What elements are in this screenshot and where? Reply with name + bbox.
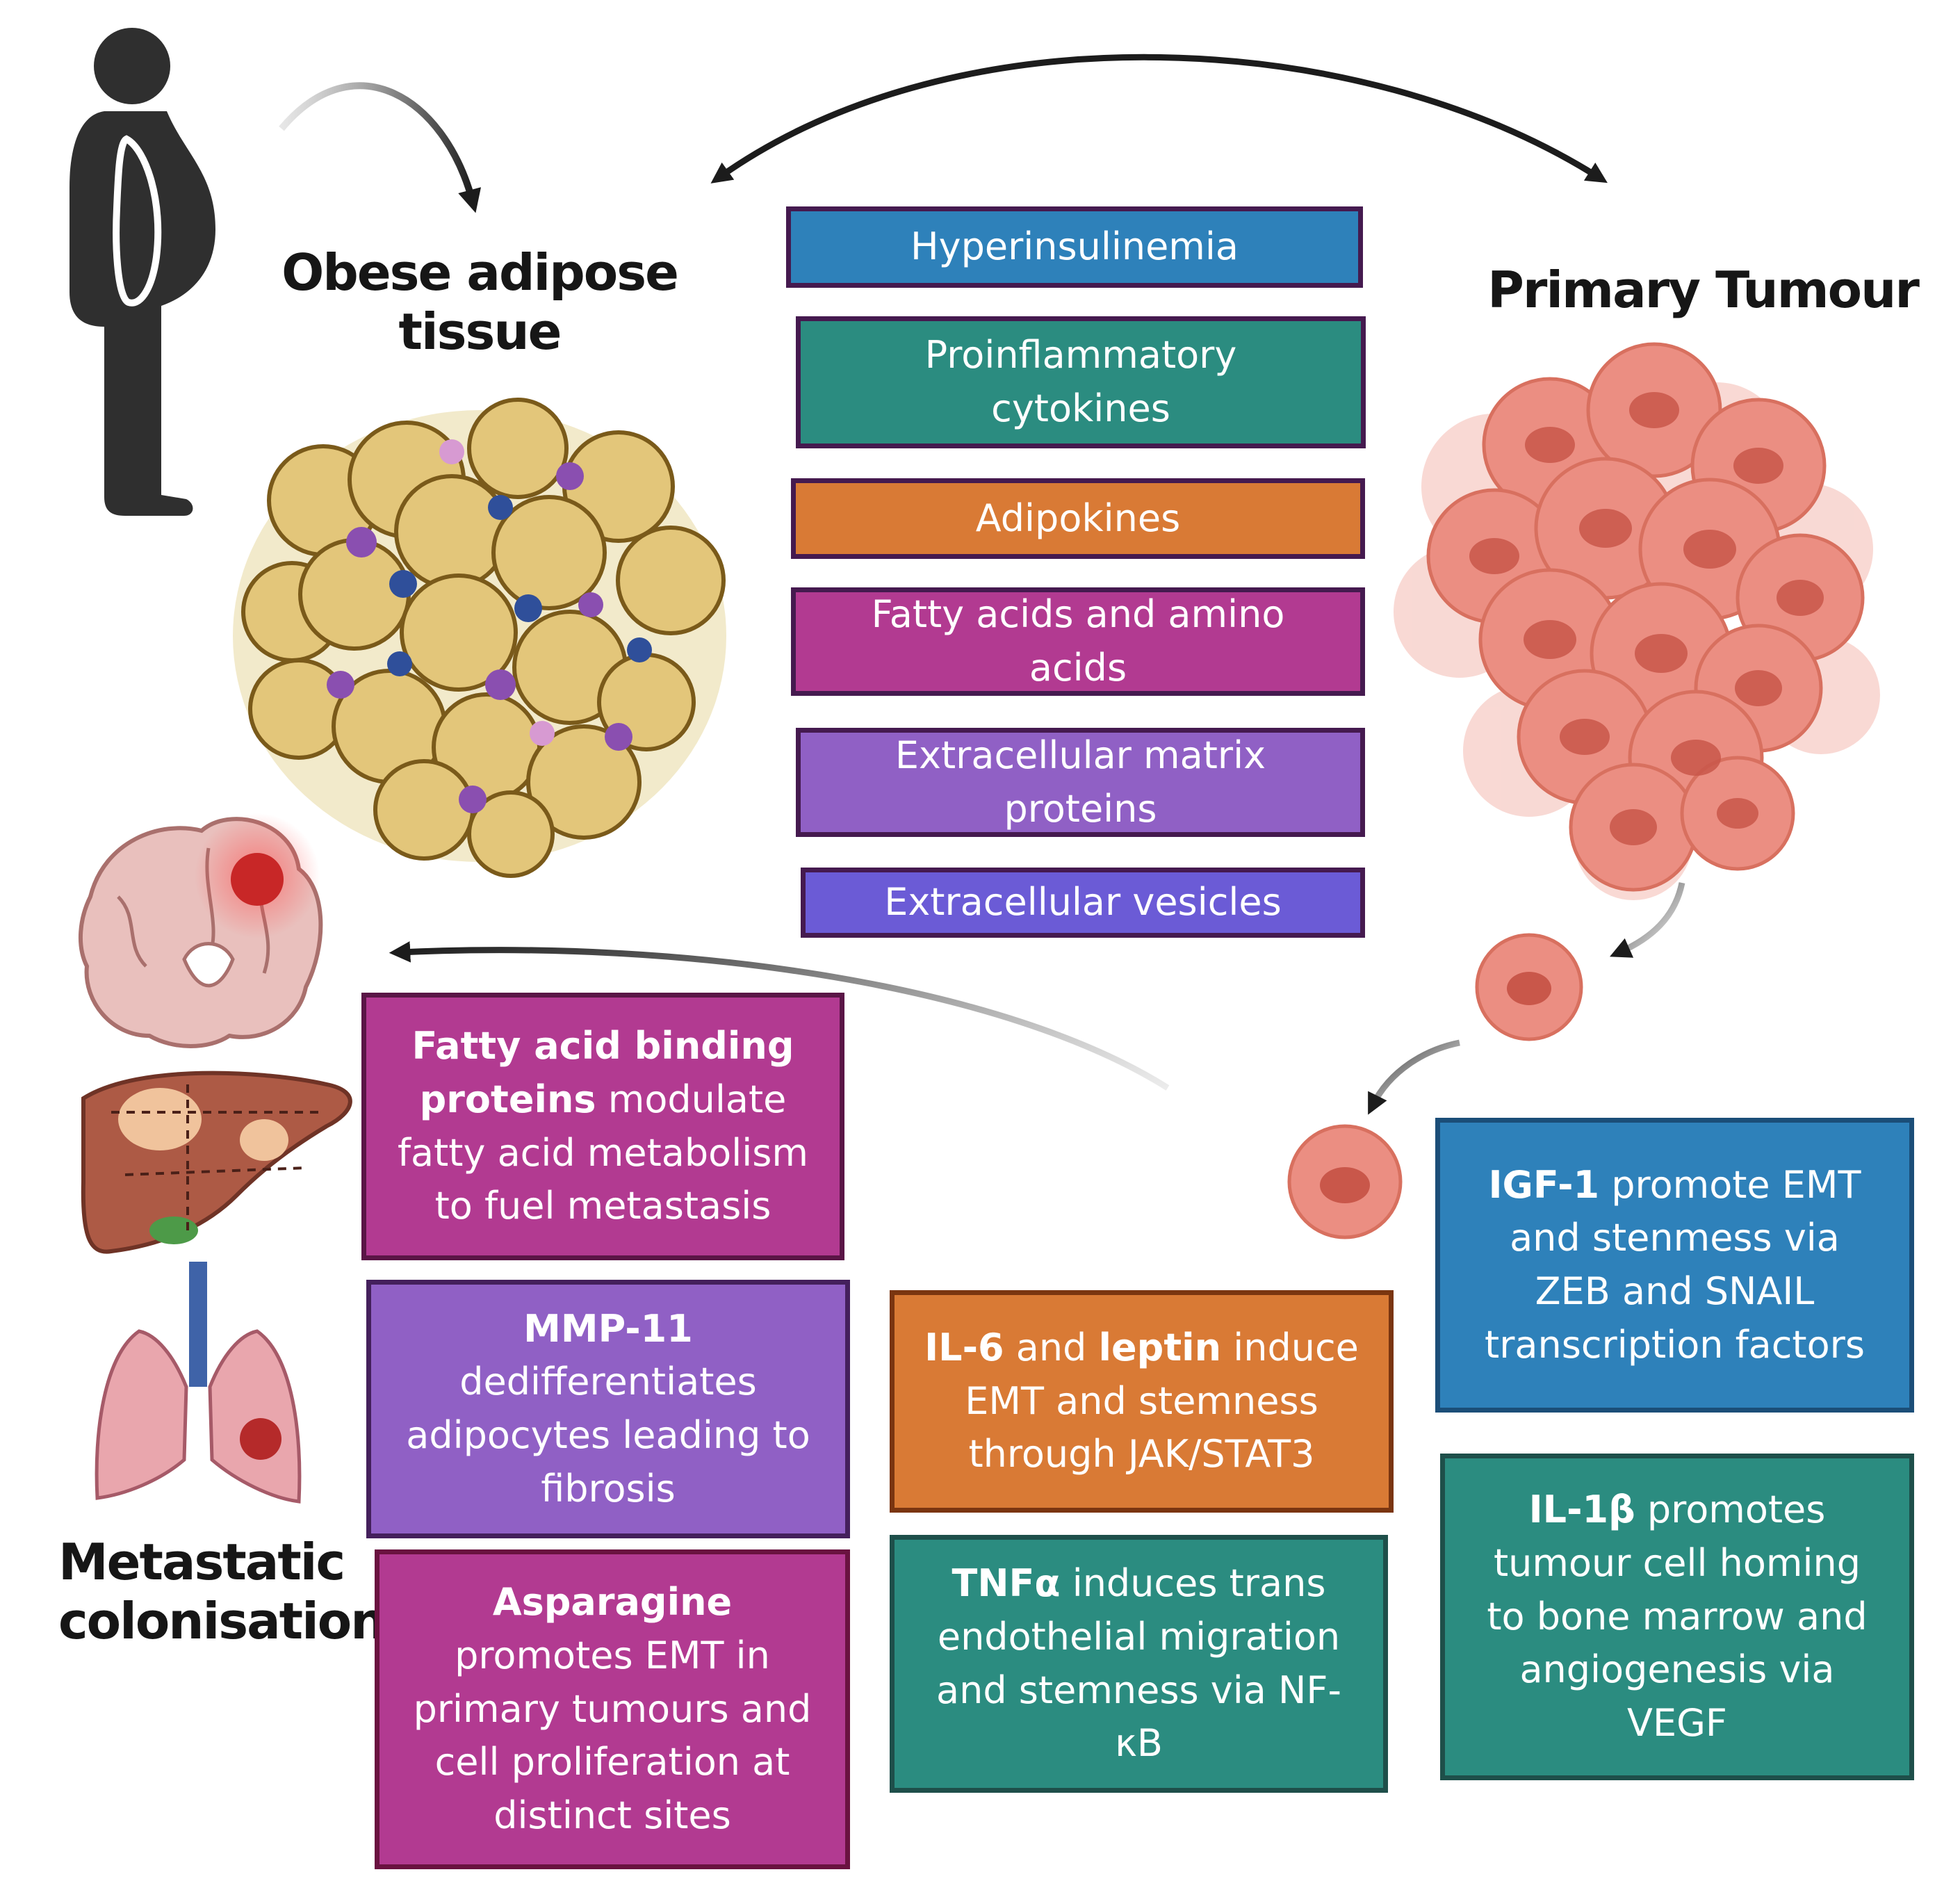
heading-metastatic-line1: Metastatic (58, 1533, 345, 1591)
heading-obese-adipose-line1: Obese adipose (281, 243, 679, 302)
tumour-cell-icon (1475, 933, 1583, 1041)
heading-obese-adipose-line2: tissue (398, 302, 562, 361)
factor-extracellular-matrix: Extracellular matrix proteins (796, 728, 1365, 837)
mechanism-il1b-rest: promotes tumour cell homing to bone marr… (1487, 1488, 1868, 1745)
mechanism-igf1-text: IGF-1 promote EMT and stenmess via ZEB a… (1471, 1159, 1878, 1372)
factor-proinflammatory-cytokines: Proinflammatory cytokines (796, 316, 1366, 448)
heading-metastatic-colonisation: Metastatic colonisation (58, 1533, 386, 1651)
mechanism-mmp11-rest: dedifferentiates adipocytes leading to f… (406, 1360, 810, 1511)
mechanism-mmp11-text: MMP-11 dedifferentiates adipocytes leadi… (399, 1303, 817, 1516)
mechanism-il6-bold: IL-6 (924, 1325, 1004, 1369)
tumour-mass-icon (1394, 342, 1880, 900)
person-silhouette-icon (70, 28, 215, 516)
mechanism-fabp: Fatty acid binding proteins modulate fat… (361, 993, 844, 1260)
mechanism-il1b-text: IL-1β promotes tumour cell homing to bon… (1473, 1483, 1881, 1750)
mechanism-asparagine-text: Asparagine promotes EMT in primary tumou… (407, 1576, 817, 1842)
arrow-person-to-adipose (279, 82, 482, 213)
heading-obese-adipose: Obese adipose tissue (271, 243, 688, 361)
double-arrow-adipose-tumour (710, 54, 1608, 184)
mechanism-tnfa: TNFα induces trans endothelial migration… (890, 1535, 1388, 1793)
mechanism-mmp11: MMP-11 dedifferentiates adipocytes leadi… (366, 1280, 850, 1538)
brain-icon (79, 813, 323, 1048)
mechanism-il6-and: and (1004, 1325, 1099, 1369)
mechanism-fabp-bold: Fatty acid binding proteins (411, 1024, 794, 1121)
factor-extracellular-vesicles: Extracellular vesicles (801, 868, 1365, 938)
arrow-tumour-to-cell (1610, 882, 1685, 958)
arrow-to-metastatic-sites (389, 941, 1170, 1091)
mechanism-tnfa-text: TNFα induces trans endothelial migration… (922, 1557, 1355, 1771)
mechanism-tnfa-bold: TNFα (952, 1561, 1061, 1606)
adipose-tissue-icon (233, 398, 726, 878)
mechanism-asparagine-bold: Asparagine (492, 1580, 733, 1625)
mechanism-igf1-rest: promote EMT and stenmess via ZEB and SNA… (1485, 1162, 1865, 1367)
mechanism-fabp-rest: modulate fatty acid metabolism to fuel m… (398, 1077, 808, 1228)
tumour-cell-icon (1287, 1124, 1403, 1239)
mechanism-il1b-bold: IL-1β (1528, 1488, 1635, 1532)
mechanism-tnfa-rest: induces trans endothelial migration and … (936, 1561, 1341, 1766)
mechanism-fabp-text: Fatty acid binding proteins modulate fat… (394, 1020, 812, 1233)
liver-icon (81, 1071, 352, 1254)
mechanism-igf1: IGF-1 promote EMT and stenmess via ZEB a… (1435, 1118, 1914, 1413)
factor-adipokines: Adipokines (791, 478, 1365, 559)
mechanism-igf1-bold: IGF-1 (1488, 1162, 1600, 1207)
mechanism-asparagine: Asparagine promotes EMT in primary tumou… (375, 1549, 850, 1869)
mechanism-mmp11-bold: MMP-11 (523, 1306, 693, 1351)
mechanism-leptin-bold: leptin (1098, 1325, 1222, 1369)
lungs-icon (95, 1262, 302, 1504)
mechanism-il6-text: IL-6 and leptin induce EMT and stemness … (922, 1321, 1361, 1481)
mechanism-il6-rest: induce EMT and stemness through JAK/STAT… (965, 1325, 1359, 1476)
mechanism-asparagine-rest: promotes EMT in primary tumours and cell… (413, 1633, 812, 1837)
heading-primary-tumour: Primary Tumour (1487, 261, 1920, 319)
factor-fatty-acids-amino-acids: Fatty acids and amino acids (791, 587, 1365, 696)
mechanism-il6-leptin: IL-6 and leptin induce EMT and stemness … (890, 1290, 1394, 1513)
arrow-cell-to-cell (1368, 1039, 1460, 1115)
factor-hyperinsulinemia: Hyperinsulinemia (786, 206, 1363, 288)
mechanism-il1b: IL-1β promotes tumour cell homing to bon… (1440, 1454, 1914, 1780)
heading-metastatic-line2: colonisation (58, 1591, 386, 1650)
